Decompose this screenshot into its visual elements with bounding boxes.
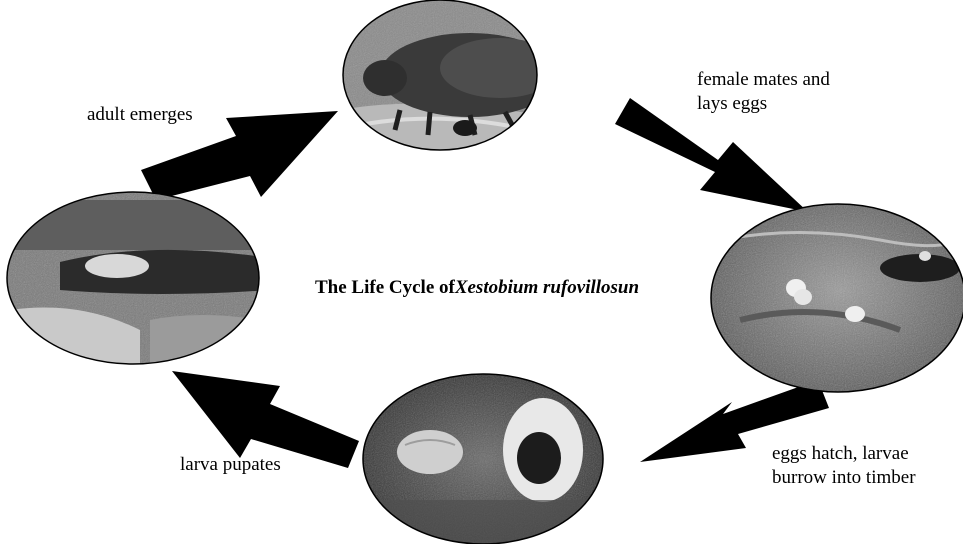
diagram-title: The Life Cycle ofXestobium rufovillosun [315,277,639,299]
label-eggs-hatch-line1: eggs hatch, larvae [772,442,916,466]
label-eggs-hatch: eggs hatch, larvae burrow into timber [772,442,916,490]
label-adult-emerges: adult emerges [87,103,193,127]
label-larva-pupates: larva pupates [180,453,281,477]
label-female-mates-line1: female mates and [697,68,830,92]
label-female-mates: female mates and lays eggs [697,68,830,116]
label-female-mates-line2: lays eggs [697,92,830,116]
photo-eggs [710,200,963,400]
label-eggs-hatch-line2: burrow into timber [772,466,916,490]
photo-larva [360,372,610,544]
title-prefix: The Life Cycle of [315,277,455,298]
photo-adult-beetle [340,0,560,150]
photo-pupa [5,190,270,370]
title-species: Xestobium rufovillosun [455,277,639,298]
